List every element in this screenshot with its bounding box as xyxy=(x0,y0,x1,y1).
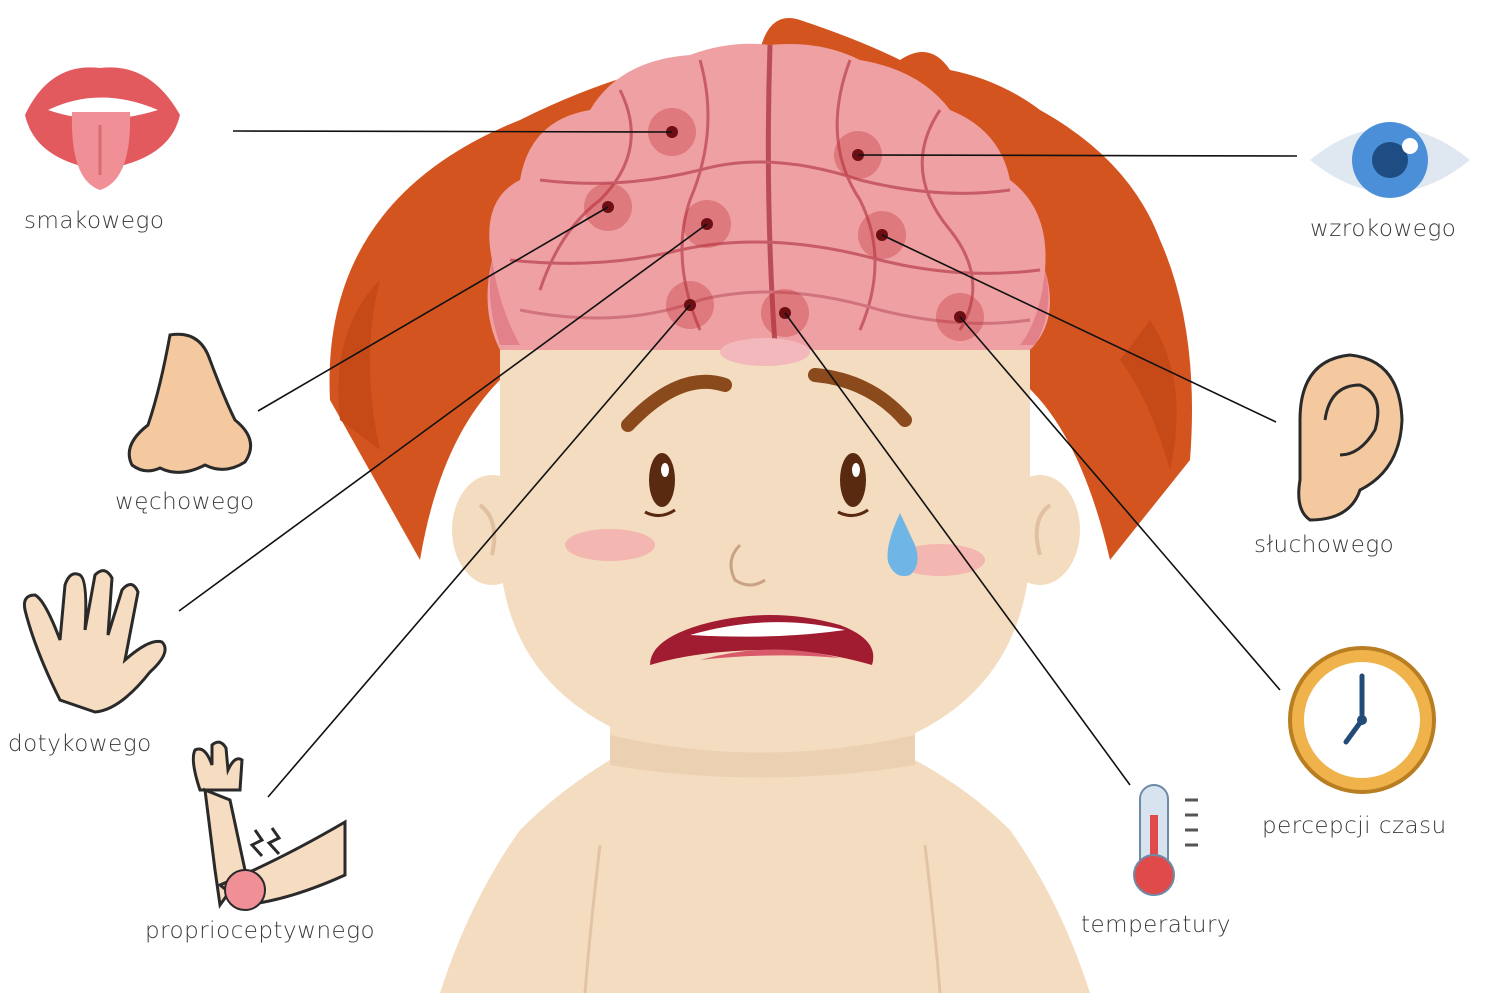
eye-icon xyxy=(1310,122,1470,198)
thermometer-icon xyxy=(1134,785,1198,895)
label-temperature: temperatury xyxy=(1081,912,1231,938)
clock-icon xyxy=(1290,648,1434,792)
label-proprioception: proprioceptywnego xyxy=(145,918,375,944)
label-vision: wzrokowego xyxy=(1310,216,1456,242)
label-taste: smakowego xyxy=(24,208,164,234)
hand-icon xyxy=(24,571,165,712)
label-touch: dotykowego xyxy=(8,731,152,757)
arm-pain-icon xyxy=(193,742,345,910)
label-smell: węchowego xyxy=(115,489,255,515)
nose-icon xyxy=(129,334,250,472)
label-time: percepcji czasu xyxy=(1262,813,1447,839)
label-hearing: słuchowego xyxy=(1254,532,1394,558)
ear-icon xyxy=(1299,355,1402,520)
mouth-icon xyxy=(25,67,180,190)
child-face xyxy=(500,340,1030,778)
